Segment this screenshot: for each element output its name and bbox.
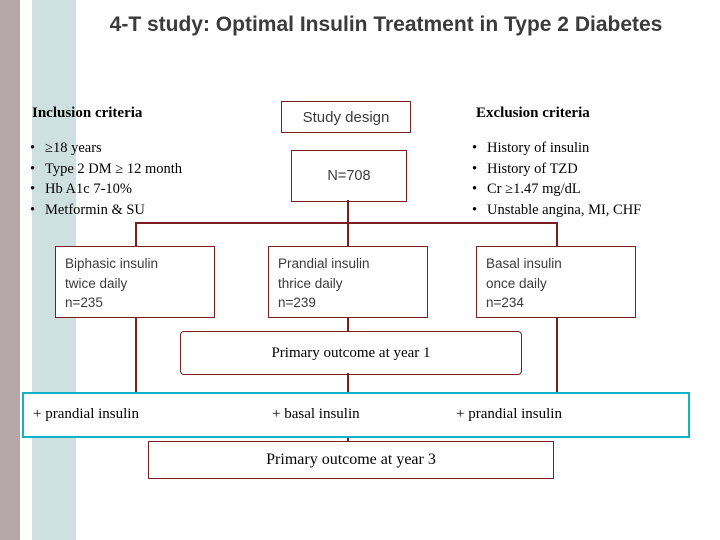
addon-label-3: + prandial insulin	[456, 406, 562, 422]
arm-line-2: once daily	[486, 275, 547, 291]
list-item: • ≥18 years	[30, 138, 265, 159]
connector-to-arm-1	[135, 222, 137, 246]
arm-box-biphasic: Biphasic insulin twice daily n=235	[55, 246, 215, 318]
addon-label-2: + basal insulin	[272, 406, 360, 422]
primary-outcome-year1-box: Primary outcome at year 1	[180, 331, 522, 375]
addon-label-1: + prandial insulin	[33, 406, 139, 422]
page-title: 4-T study: Optimal Insulin Treatment in …	[109, 13, 663, 36]
list-item: • Hb A1c 7-10%	[30, 179, 265, 200]
exclusion-criteria-list: • History of insulin • History of TZD • …	[472, 138, 697, 220]
arm-box-prandial: Prandial insulin thrice daily n=239	[268, 246, 428, 318]
arm-line-3: n=239	[278, 295, 316, 311]
exclusion-criteria-heading: Exclusion criteria	[476, 105, 590, 121]
bullet-glyph: •	[472, 201, 478, 218]
arm-box-basal: Basal insulin once daily n=234	[476, 246, 636, 318]
connector-n-down	[347, 200, 349, 222]
addon-therapy-bar	[22, 392, 690, 438]
connector-arm3-down	[556, 318, 558, 373]
arm-line-3: n=234	[486, 295, 524, 311]
list-item: • Metformin & SU	[30, 200, 265, 221]
connector-split-horizontal	[135, 222, 556, 224]
list-item-label: History of TZD	[487, 160, 578, 177]
list-item-label: Unstable angina, MI, CHF	[487, 201, 642, 218]
arm-line-1: Basal insulin	[486, 256, 562, 271]
list-item-label: Type 2 DM ≥ 12 month	[45, 160, 183, 177]
bullet-glyph: •	[30, 140, 36, 156]
connector-arm1-down	[135, 318, 137, 373]
inclusion-criteria-list: • ≥18 years • Type 2 DM ≥ 12 month • Hb …	[30, 138, 265, 220]
connector-to-arm-2	[347, 222, 349, 246]
connector-outcome1-mid-down	[347, 373, 349, 392]
bullet-glyph: •	[472, 181, 478, 198]
list-item-label: ≥18 years	[45, 140, 102, 156]
connector-to-arm-3	[556, 222, 558, 246]
bullet-glyph: •	[30, 160, 36, 177]
list-item-label: History of insulin	[487, 140, 590, 156]
arm-line-2: twice daily	[65, 275, 128, 291]
arm-line-1: Biphasic insulin	[65, 256, 159, 271]
list-item: • Cr ≥1.47 mg/dL	[472, 179, 697, 200]
list-item: • Unstable angina, MI, CHF	[472, 200, 697, 221]
left-gray-band	[0, 0, 20, 540]
bullet-glyph: •	[30, 201, 36, 218]
inclusion-criteria-heading: Inclusion criteria	[32, 105, 143, 121]
enrolled-count-box: N=708	[291, 150, 407, 202]
study-design-box: Study design	[281, 101, 411, 133]
connector-addon-down	[347, 438, 349, 441]
arm-line-1: Prandial insulin	[278, 256, 370, 271]
arm-line-2: thrice daily	[278, 275, 343, 291]
list-item-label: Metformin & SU	[45, 201, 145, 218]
connector-outcome1-right-down	[556, 373, 558, 392]
list-item: • History of insulin	[472, 138, 697, 159]
bullet-glyph: •	[472, 140, 478, 156]
bullet-glyph: •	[30, 181, 36, 198]
arm-line-3: n=235	[65, 295, 103, 311]
list-item-label: Hb A1c 7-10%	[45, 181, 132, 198]
list-item-label: Cr ≥1.47 mg/dL	[487, 181, 581, 198]
primary-outcome-year3-box: Primary outcome at year 3	[148, 441, 554, 479]
list-item: • History of TZD	[472, 159, 697, 180]
left-white-band	[20, 0, 32, 540]
bullet-glyph: •	[472, 160, 478, 177]
list-item: • Type 2 DM ≥ 12 month	[30, 159, 265, 180]
connector-arm2-down	[347, 318, 349, 331]
connector-outcome1-left-down	[135, 373, 137, 392]
